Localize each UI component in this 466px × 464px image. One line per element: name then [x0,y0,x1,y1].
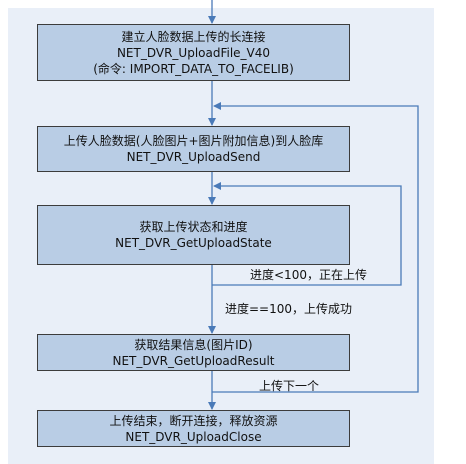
step-get-upload-state: 获取上传状态和进度 NET_DVR_GetUploadState [37,205,350,265]
step-upload-send-api: NET_DVR_UploadSend [126,150,261,164]
edge-label-success: 进度==100，上传成功 [225,302,353,316]
step-upload-close: 上传结束，断开连接，释放资源 NET_DVR_UploadClose [37,410,350,447]
step-get-upload-state-api: NET_DVR_GetUploadState [115,236,272,250]
step-create-connection-title: 建立人脸数据上传的长连接 [121,29,266,44]
step-create-connection-command: (命令: IMPORT_DATA_TO_FACELIB) [93,61,294,76]
edge-label-next-upload: 上传下一个 [259,379,320,393]
step-upload-close-api: NET_DVR_UploadClose [125,429,262,444]
step-get-upload-result-title: 获取结果信息(图片ID) [134,337,253,352]
step-create-connection-api: NET_DVR_UploadFile_V40 [116,45,271,60]
edge-label-progress-loop: 进度<100，正在上传 [250,268,367,282]
loop-next-upload [212,102,419,393]
step-upload-send-title: 上传人脸数据(人脸图片+图片附加信息)到人脸库 [63,134,324,148]
step-upload-close-title: 上传结束，断开连接，释放资源 [109,413,278,428]
step-get-upload-result-api: NET_DVR_GetUploadResult [112,353,275,368]
step-get-upload-state-title: 获取上传状态和进度 [139,220,248,234]
step-upload-send: 上传人脸数据(人脸图片+图片附加信息)到人脸库 NET_DVR_UploadSe… [37,126,350,172]
loop-progress [212,182,402,286]
step-get-upload-result: 获取结果信息(图片ID) NET_DVR_GetUploadResult [37,334,350,371]
step-create-connection: 建立人脸数据上传的长连接 NET_DVR_UploadFile_V40 (命令:… [37,24,350,81]
